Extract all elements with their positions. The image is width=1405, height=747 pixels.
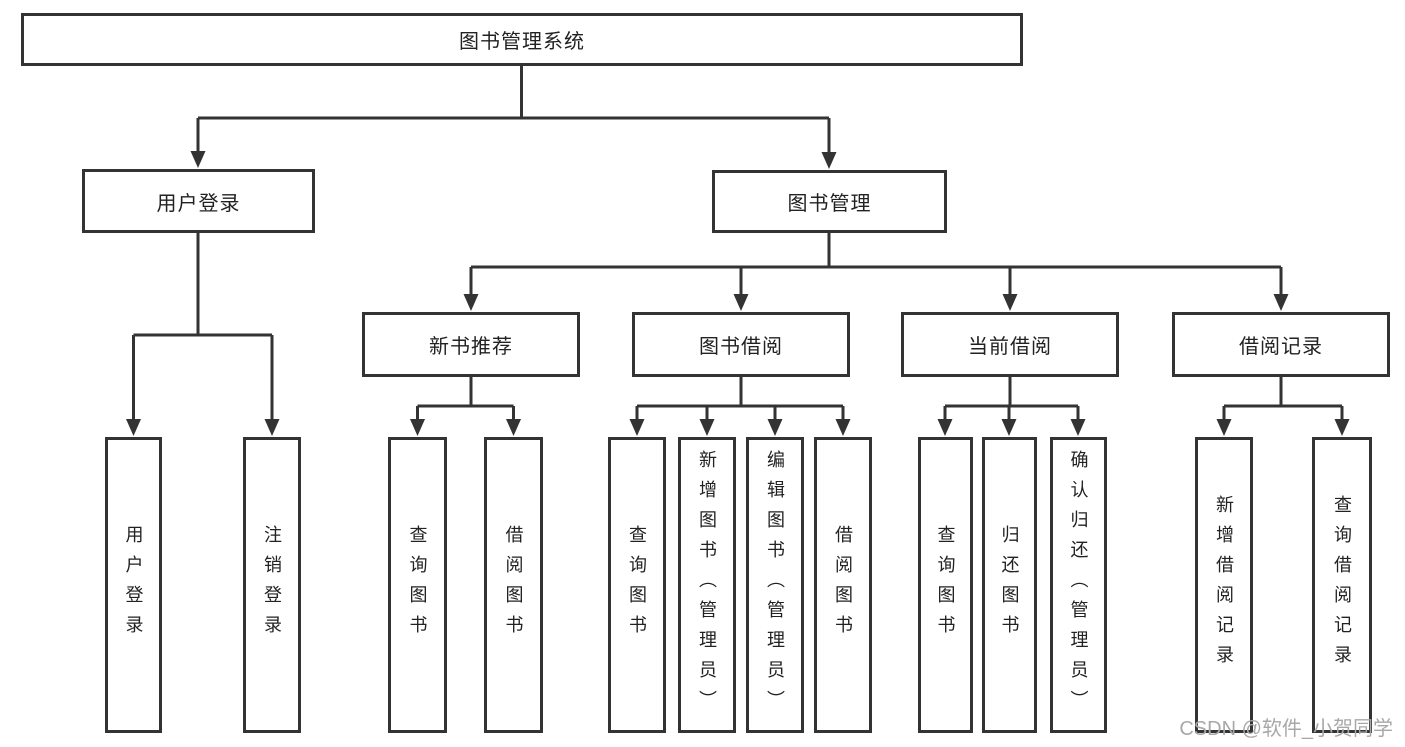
leaf-confirm-return-admin: 确认归还（管理员） xyxy=(1050,437,1107,733)
watermark: CSDN @软件_小贺同学 xyxy=(1179,718,1393,740)
node-label: 新增图书（管理员） xyxy=(697,450,717,720)
leaf-add-borrow-record: 新增借阅记录 xyxy=(1195,437,1253,733)
node-root-system: 图书管理系统 xyxy=(21,13,1023,66)
node-borrow-record: 借阅记录 xyxy=(1172,312,1390,377)
node-label: 查询图书 xyxy=(407,525,428,645)
node-label: 用户登录 xyxy=(156,192,241,215)
leaf-borrow-book-2: 借阅图书 xyxy=(814,437,872,733)
leaf-borrow-book-1: 借阅图书 xyxy=(484,437,543,733)
node-label: 查询图书 xyxy=(627,525,647,645)
node-label: 确认归还（管理员） xyxy=(1068,450,1089,720)
leaf-logout: 注销登录 xyxy=(243,437,301,733)
node-label: 图书管理系统 xyxy=(459,31,585,53)
node-label: 当前借阅 xyxy=(968,336,1052,358)
leaf-add-book-admin: 新增图书（管理员） xyxy=(678,437,736,733)
node-label: 借阅图书 xyxy=(833,525,853,645)
node-label: 注销登录 xyxy=(262,525,282,645)
node-new-book-recommend: 新书推荐 xyxy=(362,312,580,377)
node-user-login: 用户登录 xyxy=(82,169,315,233)
leaf-query-book-3: 查询图书 xyxy=(918,437,973,733)
leaf-edit-book-admin: 编辑图书（管理员） xyxy=(746,437,804,733)
node-label: 借阅记录 xyxy=(1239,336,1323,358)
node-label: 用户登录 xyxy=(123,525,144,645)
leaf-user-login: 用户登录 xyxy=(105,437,162,733)
node-label: 图书借阅 xyxy=(699,336,783,358)
node-label: 新书推荐 xyxy=(429,336,513,358)
node-current-borrow: 当前借阅 xyxy=(901,312,1119,377)
node-label: 图书管理 xyxy=(787,193,872,215)
leaf-return-book: 归还图书 xyxy=(982,437,1037,733)
node-label: 新增借阅记录 xyxy=(1214,495,1234,675)
node-label: 编辑图书（管理员） xyxy=(765,450,785,720)
node-label: 查询借阅记录 xyxy=(1332,495,1352,675)
node-label: 借阅图书 xyxy=(503,525,524,645)
leaf-query-book-1: 查询图书 xyxy=(388,437,447,733)
node-label: 归还图书 xyxy=(999,525,1020,645)
node-book-borrow: 图书借阅 xyxy=(632,312,850,377)
node-book-management: 图书管理 xyxy=(712,170,947,233)
node-label: 查询图书 xyxy=(935,525,956,645)
leaf-query-borrow-record: 查询借阅记录 xyxy=(1312,437,1372,733)
leaf-query-book-2: 查询图书 xyxy=(608,437,666,733)
